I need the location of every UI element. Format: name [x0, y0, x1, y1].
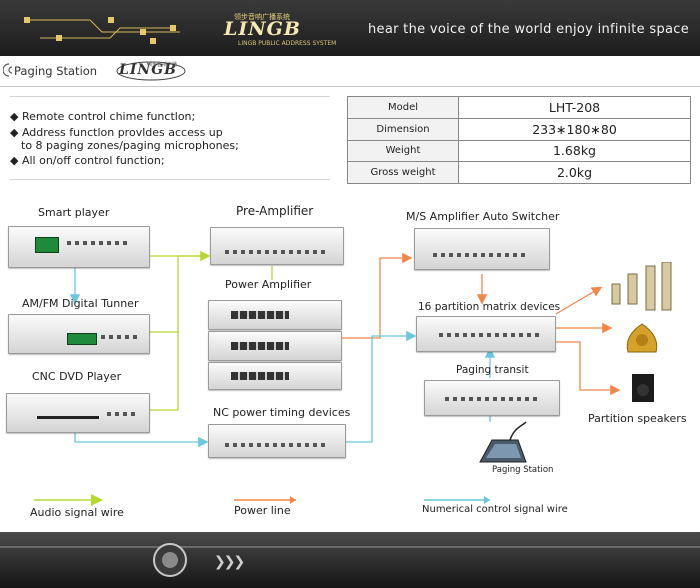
am-fm-tuner-device: [8, 314, 150, 354]
power-amplifier-unit: [208, 300, 342, 330]
globe-icon: [153, 543, 187, 577]
paging-transit-device: [424, 380, 560, 416]
spec-value: 233∗180∗80: [458, 117, 691, 141]
spec-value: LHT-208: [458, 96, 691, 119]
feature-item: to 8 paging zones/paging microphones;: [21, 139, 239, 152]
pre-amplifier-device: [210, 227, 344, 265]
divider: [10, 179, 330, 180]
divider: [10, 96, 330, 97]
spec-value: 1.68kg: [458, 139, 691, 163]
label-paging-station: Paging Station: [492, 465, 554, 475]
spec-key: Model: [347, 96, 459, 119]
audio-lines: [150, 250, 273, 411]
label-partition-speakers: Partition speakers: [588, 412, 687, 425]
label-am-fm-tuner: AM/FM Digital Tunner: [22, 297, 139, 310]
tagline: hear the voice of the world enjoy infini…: [368, 22, 690, 37]
cnc-dvd-device: [6, 393, 150, 433]
wall-speaker-icon: [632, 374, 654, 402]
legend-lines: [34, 494, 490, 506]
feature-item: ◆ All on/off control function;: [10, 154, 165, 167]
spec-key: Dimension: [347, 117, 459, 141]
smart-player-device: [8, 226, 150, 268]
logo-swoosh-icon: [116, 61, 186, 81]
chevron-arrows-icon: ❯❯❯: [214, 554, 245, 570]
feature-item: ◆ Remote control chime functlon;: [10, 110, 196, 123]
label-ms-switcher: M/S Amplifier Auto Switcher: [406, 210, 560, 223]
legend-audio: Audio signal wire: [30, 506, 124, 519]
paging-station-microphone-icon: [479, 421, 527, 463]
legend-power: Power line: [234, 504, 291, 517]
spec-key: Gross weight: [347, 161, 459, 184]
label-cnc-dvd: CNC DVD Player: [32, 370, 122, 383]
header-bar: 领步音响广播系统 LINGB LINGB PUBLIC ADDRESS SYST…: [0, 0, 700, 56]
spec-key: Weight: [347, 139, 459, 163]
spec-value: 2.0kg: [458, 161, 691, 184]
feature-item: ◆ Address functlon provldes access up: [10, 126, 223, 139]
product-title-bar: [0, 56, 700, 87]
column-speakers-icon: [611, 262, 672, 311]
footer-bar: ❯❯❯: [0, 532, 700, 588]
product-name: Paging Station: [14, 64, 98, 78]
power-amplifier-unit: [208, 362, 342, 390]
label-pre-amplifier: Pre-Amplifier: [236, 204, 314, 218]
matrix-device: [416, 316, 556, 352]
wiring-diagram: [69, 250, 621, 448]
nc-power-timing-device: [208, 424, 346, 458]
garden-speaker-icon: [626, 323, 658, 353]
label-smart-player: Smart player: [38, 206, 110, 219]
ms-switcher-device: [414, 228, 550, 270]
circuit-decoration: [24, 17, 180, 44]
label-matrix: 16 partition matrix devices: [418, 301, 561, 313]
power-lines: [342, 252, 621, 396]
label-nc-power-timing: NC power timing devices: [213, 406, 351, 419]
brand-logo-small: LINGB 领步音响广播: [115, 60, 187, 82]
label-power-amplifier: Power Amplifier: [225, 278, 312, 291]
label-paging-transit: Paging transit: [456, 364, 529, 376]
legend-control: Numerical control signal wire: [422, 504, 568, 515]
signal-wave-icon: [3, 63, 13, 77]
power-amplifier-unit: [208, 331, 342, 361]
brand-logo: 领步音响广播系统 LINGB LINGB PUBLIC ADDRESS SYST…: [224, 13, 337, 47]
